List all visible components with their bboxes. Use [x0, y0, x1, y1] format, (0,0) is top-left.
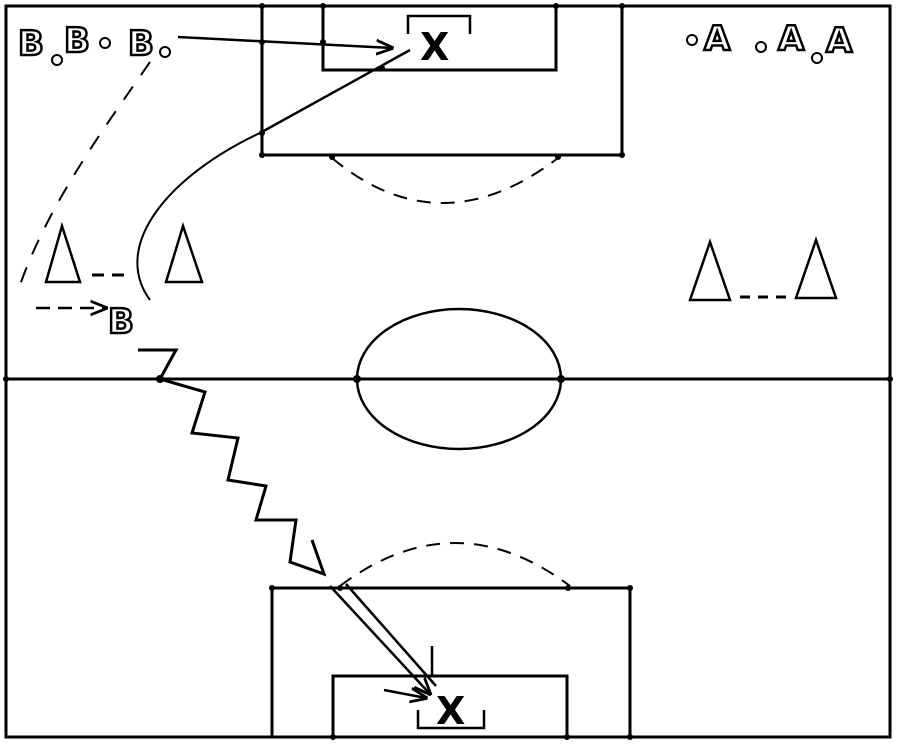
- line-junction-dots: [3, 3, 893, 740]
- pass-arrow: [383, 690, 426, 698]
- bottom-goal-frame: [416, 710, 486, 730]
- junction-dot: [627, 585, 633, 591]
- player-b-2: B: [64, 21, 90, 61]
- junction-dot: [330, 734, 336, 740]
- cones: [44, 221, 838, 302]
- curved-run-path: [136, 132, 261, 301]
- junction-dot: [565, 585, 571, 591]
- players: B B B B A A A: [17, 18, 855, 344]
- field-markings: [4, 4, 892, 739]
- balls: [51, 34, 823, 66]
- top-goal-area: [321, 6, 558, 72]
- junction-dot: [320, 3, 326, 9]
- movement-paths: [19, 35, 790, 698]
- junction-dot: [259, 152, 265, 158]
- top-goal-target: X: [420, 25, 449, 69]
- targets: X X: [420, 25, 465, 733]
- top-penalty-area: [260, 6, 624, 157]
- player-b-4: B: [108, 302, 134, 342]
- penalty-arcs: [331, 157, 571, 587]
- junction-dot: [553, 3, 559, 9]
- bottom-penalty-arc: [339, 542, 571, 587]
- shot-arrow: [345, 583, 437, 687]
- bottom-penalty-area: [270, 586, 632, 737]
- junction-dot: [329, 154, 335, 160]
- top-penalty-arc: [331, 157, 559, 204]
- junction-dot: [619, 152, 625, 158]
- junction-dot: [337, 585, 343, 591]
- junction-dot: [353, 375, 361, 383]
- junction-dot: [564, 734, 570, 740]
- shot-arrow: [329, 585, 430, 694]
- ball: [159, 46, 171, 58]
- dashed-run-path: [19, 61, 151, 286]
- ball: [99, 37, 111, 49]
- pass-arrow: [177, 35, 392, 48]
- junction-dot: [3, 376, 9, 382]
- junction-dot: [887, 376, 893, 382]
- junction-dot: [555, 154, 561, 160]
- player-a-1: A: [704, 19, 731, 59]
- bottom-goal-area: [331, 674, 569, 737]
- ball: [686, 34, 698, 46]
- junction-dot: [619, 3, 625, 9]
- cone: [688, 238, 732, 302]
- junction-dot: [557, 375, 565, 383]
- player-b-3: B: [128, 24, 154, 64]
- player-a-2: A: [778, 19, 805, 59]
- ball: [811, 52, 823, 64]
- ball: [755, 41, 767, 53]
- dribble-zigzag: [138, 348, 327, 577]
- junction-dot: [259, 3, 265, 9]
- player-a-3: A: [826, 21, 853, 61]
- field-boundary: [4, 4, 892, 739]
- cone: [794, 236, 838, 300]
- ball: [51, 54, 63, 66]
- junction-dot: [627, 734, 633, 740]
- bottom-goal-target: X: [436, 689, 465, 733]
- top-goal-frame: [406, 14, 472, 34]
- cone: [164, 221, 204, 284]
- junction-dot: [269, 585, 275, 591]
- cone: [44, 221, 82, 284]
- player-b-1: B: [18, 24, 44, 64]
- shot-line: [259, 48, 411, 135]
